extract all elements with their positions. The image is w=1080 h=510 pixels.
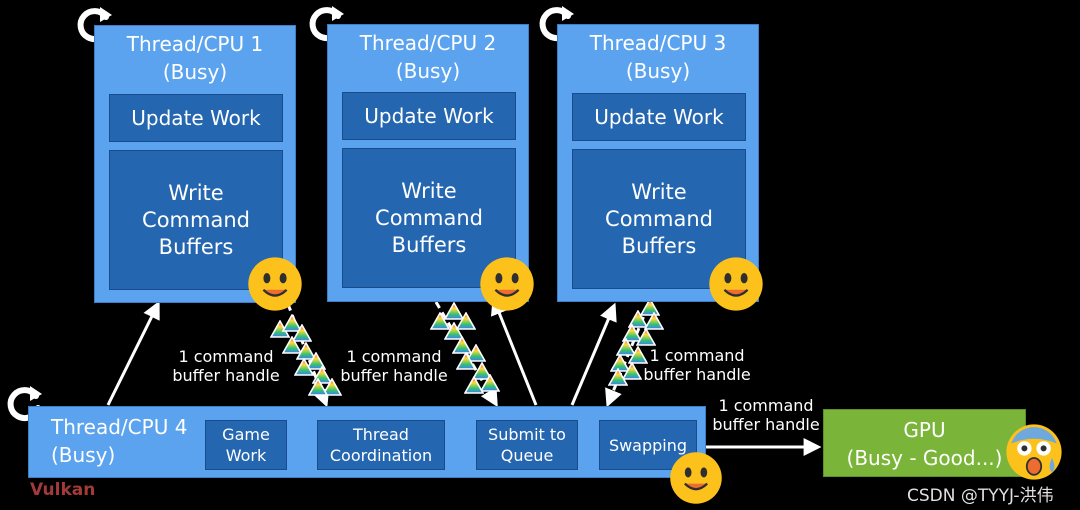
update-work-box: Update Work <box>572 93 746 141</box>
thread-coordination-box: Thread Coordination <box>317 420 445 470</box>
thread-cpu-1: Thread/CPU 1 (Busy) Update Work Write Co… <box>94 25 296 303</box>
scared-emoji-icon <box>1004 422 1064 482</box>
thread-cpu-2: Thread/CPU 2 (Busy) Update Work Write Co… <box>327 24 529 302</box>
thread-title: Thread/CPU 4 (Busy) <box>51 415 188 467</box>
watermark: CSDN @TYYJ-洪伟 <box>907 486 1054 506</box>
handle-label-3: 1 command buffer handle <box>643 346 751 384</box>
handle-label-2: 1 command buffer handle <box>340 347 448 385</box>
thread-cpu-4: Thread/CPU 4 (Busy) Game Work Thread Coo… <box>28 406 706 478</box>
thread-title: Thread/CPU 3 (Busy) <box>589 31 727 83</box>
smile-emoji-icon <box>707 255 765 313</box>
handle-label-gpu: 1 command buffer handle <box>712 396 820 434</box>
write-command-buffers-box: Write Command Buffers <box>109 150 283 290</box>
arrow-to-thread-2 <box>490 296 538 406</box>
smile-emoji-icon <box>246 255 304 313</box>
write-command-buffers-box: Write Command Buffers <box>572 149 746 289</box>
arrow-to-thread-1 <box>106 300 160 406</box>
arrow-to-thread-3 <box>570 302 617 406</box>
game-work-box: Game Work <box>205 420 287 470</box>
smile-emoji-icon <box>668 450 724 506</box>
thread-title: Thread/CPU 1 (Busy) <box>126 32 264 84</box>
handle-label-1: 1 command buffer handle <box>172 347 280 385</box>
submit-to-queue-box: Submit to Queue <box>476 420 578 470</box>
gpu-label: GPU (Busy - Good...) <box>846 418 1003 470</box>
write-command-buffers-box: Write Command Buffers <box>342 148 516 288</box>
gpu-box: GPU (Busy - Good...) <box>823 409 1026 477</box>
update-work-box: Update Work <box>109 94 283 142</box>
vulkan-logo: Vulkan <box>30 480 96 500</box>
update-work-box: Update Work <box>342 92 516 140</box>
smile-emoji-icon <box>478 255 536 313</box>
thread-cpu-3: Thread/CPU 3 (Busy) Update Work Write Co… <box>557 24 759 302</box>
thread-title: Thread/CPU 2 (Busy) <box>359 31 497 83</box>
